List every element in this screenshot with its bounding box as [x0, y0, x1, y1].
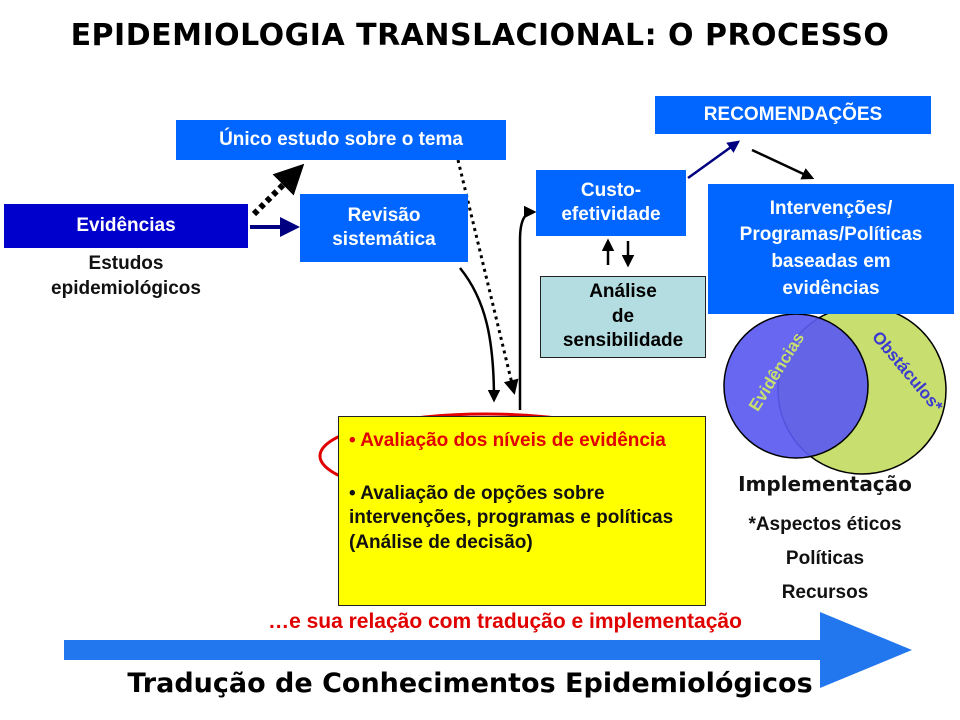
custo-line2: efetividade — [561, 204, 661, 225]
analise-line1: Análise — [589, 280, 657, 302]
unico-estudo-box: Único estudo sobre o tema — [176, 120, 506, 160]
estudos-line1: Estudos — [88, 253, 164, 274]
translation-arrow — [64, 612, 912, 688]
intervencoes-line2: Programas/Políticas — [739, 224, 923, 246]
avaliacao-bullet-2: • Avaliação de opções sobre intervenções… — [349, 482, 674, 554]
page-title: EPIDEMIOLOGIA TRANSLACIONAL: O PROCESSO — [70, 18, 890, 53]
estudos-label: Estudos epidemiológicos — [4, 252, 248, 301]
subtitle: …e sua relação com tradução e implementa… — [268, 610, 742, 633]
unico-estudo-label: Único estudo sobre o tema — [219, 129, 463, 151]
bottom-title: Tradução de Conhecimentos Epidemiológico… — [127, 668, 813, 699]
analise-box: Análise de sensibilidade — [540, 276, 706, 358]
avaliacao-bullet-1: • Avaliação dos níveis de evidência — [349, 430, 666, 451]
custo-line1: Custo- — [580, 180, 642, 202]
estudos-line2: epidemiológicos — [51, 277, 201, 299]
dotted-unico-yellow — [456, 159, 519, 395]
implementacao-label: Implementação — [738, 472, 912, 496]
aspectos-label: *Aspectos éticos — [748, 514, 902, 535]
evidencias-box: Evidências — [4, 204, 248, 248]
intervencoes-box: Intervenções/ Programas/Políticas basead… — [708, 184, 954, 314]
arrow-custo-recomendacoes — [687, 140, 741, 180]
intervencoes-line4: evidências — [782, 277, 880, 299]
intervencoes-line1: Intervenções/ — [769, 197, 893, 219]
intervencoes-line3: baseadas em — [771, 251, 891, 272]
avaliacao-box: • Avaliação dos níveis de evidência • Av… — [338, 416, 706, 606]
arrow-recomendacoes-intervencoes — [751, 148, 815, 180]
analise-line3: sensibilidade — [562, 330, 684, 352]
recomendacoes-box: RECOMENDAÇÕES — [655, 96, 931, 134]
venn-evidencias-circle — [723, 313, 869, 459]
analise-line2: de — [611, 305, 635, 327]
arrow-yellow-custo — [518, 205, 537, 410]
revisao-box: Revisão sistemática — [300, 194, 468, 262]
custo-box: Custo- efetividade — [536, 170, 686, 236]
revisao-line1: Revisão — [347, 205, 421, 227]
arrow-evidencias-unico — [251, 163, 305, 217]
arrow-revisao-yellow — [459, 267, 501, 403]
evidencias-label: Evidências — [76, 215, 176, 237]
politicas-label: Políticas — [785, 548, 865, 569]
recomendacoes-label: RECOMENDAÇÕES — [703, 104, 883, 126]
revisao-line2: sistemática — [332, 229, 436, 250]
recursos-label: Recursos — [781, 582, 869, 603]
